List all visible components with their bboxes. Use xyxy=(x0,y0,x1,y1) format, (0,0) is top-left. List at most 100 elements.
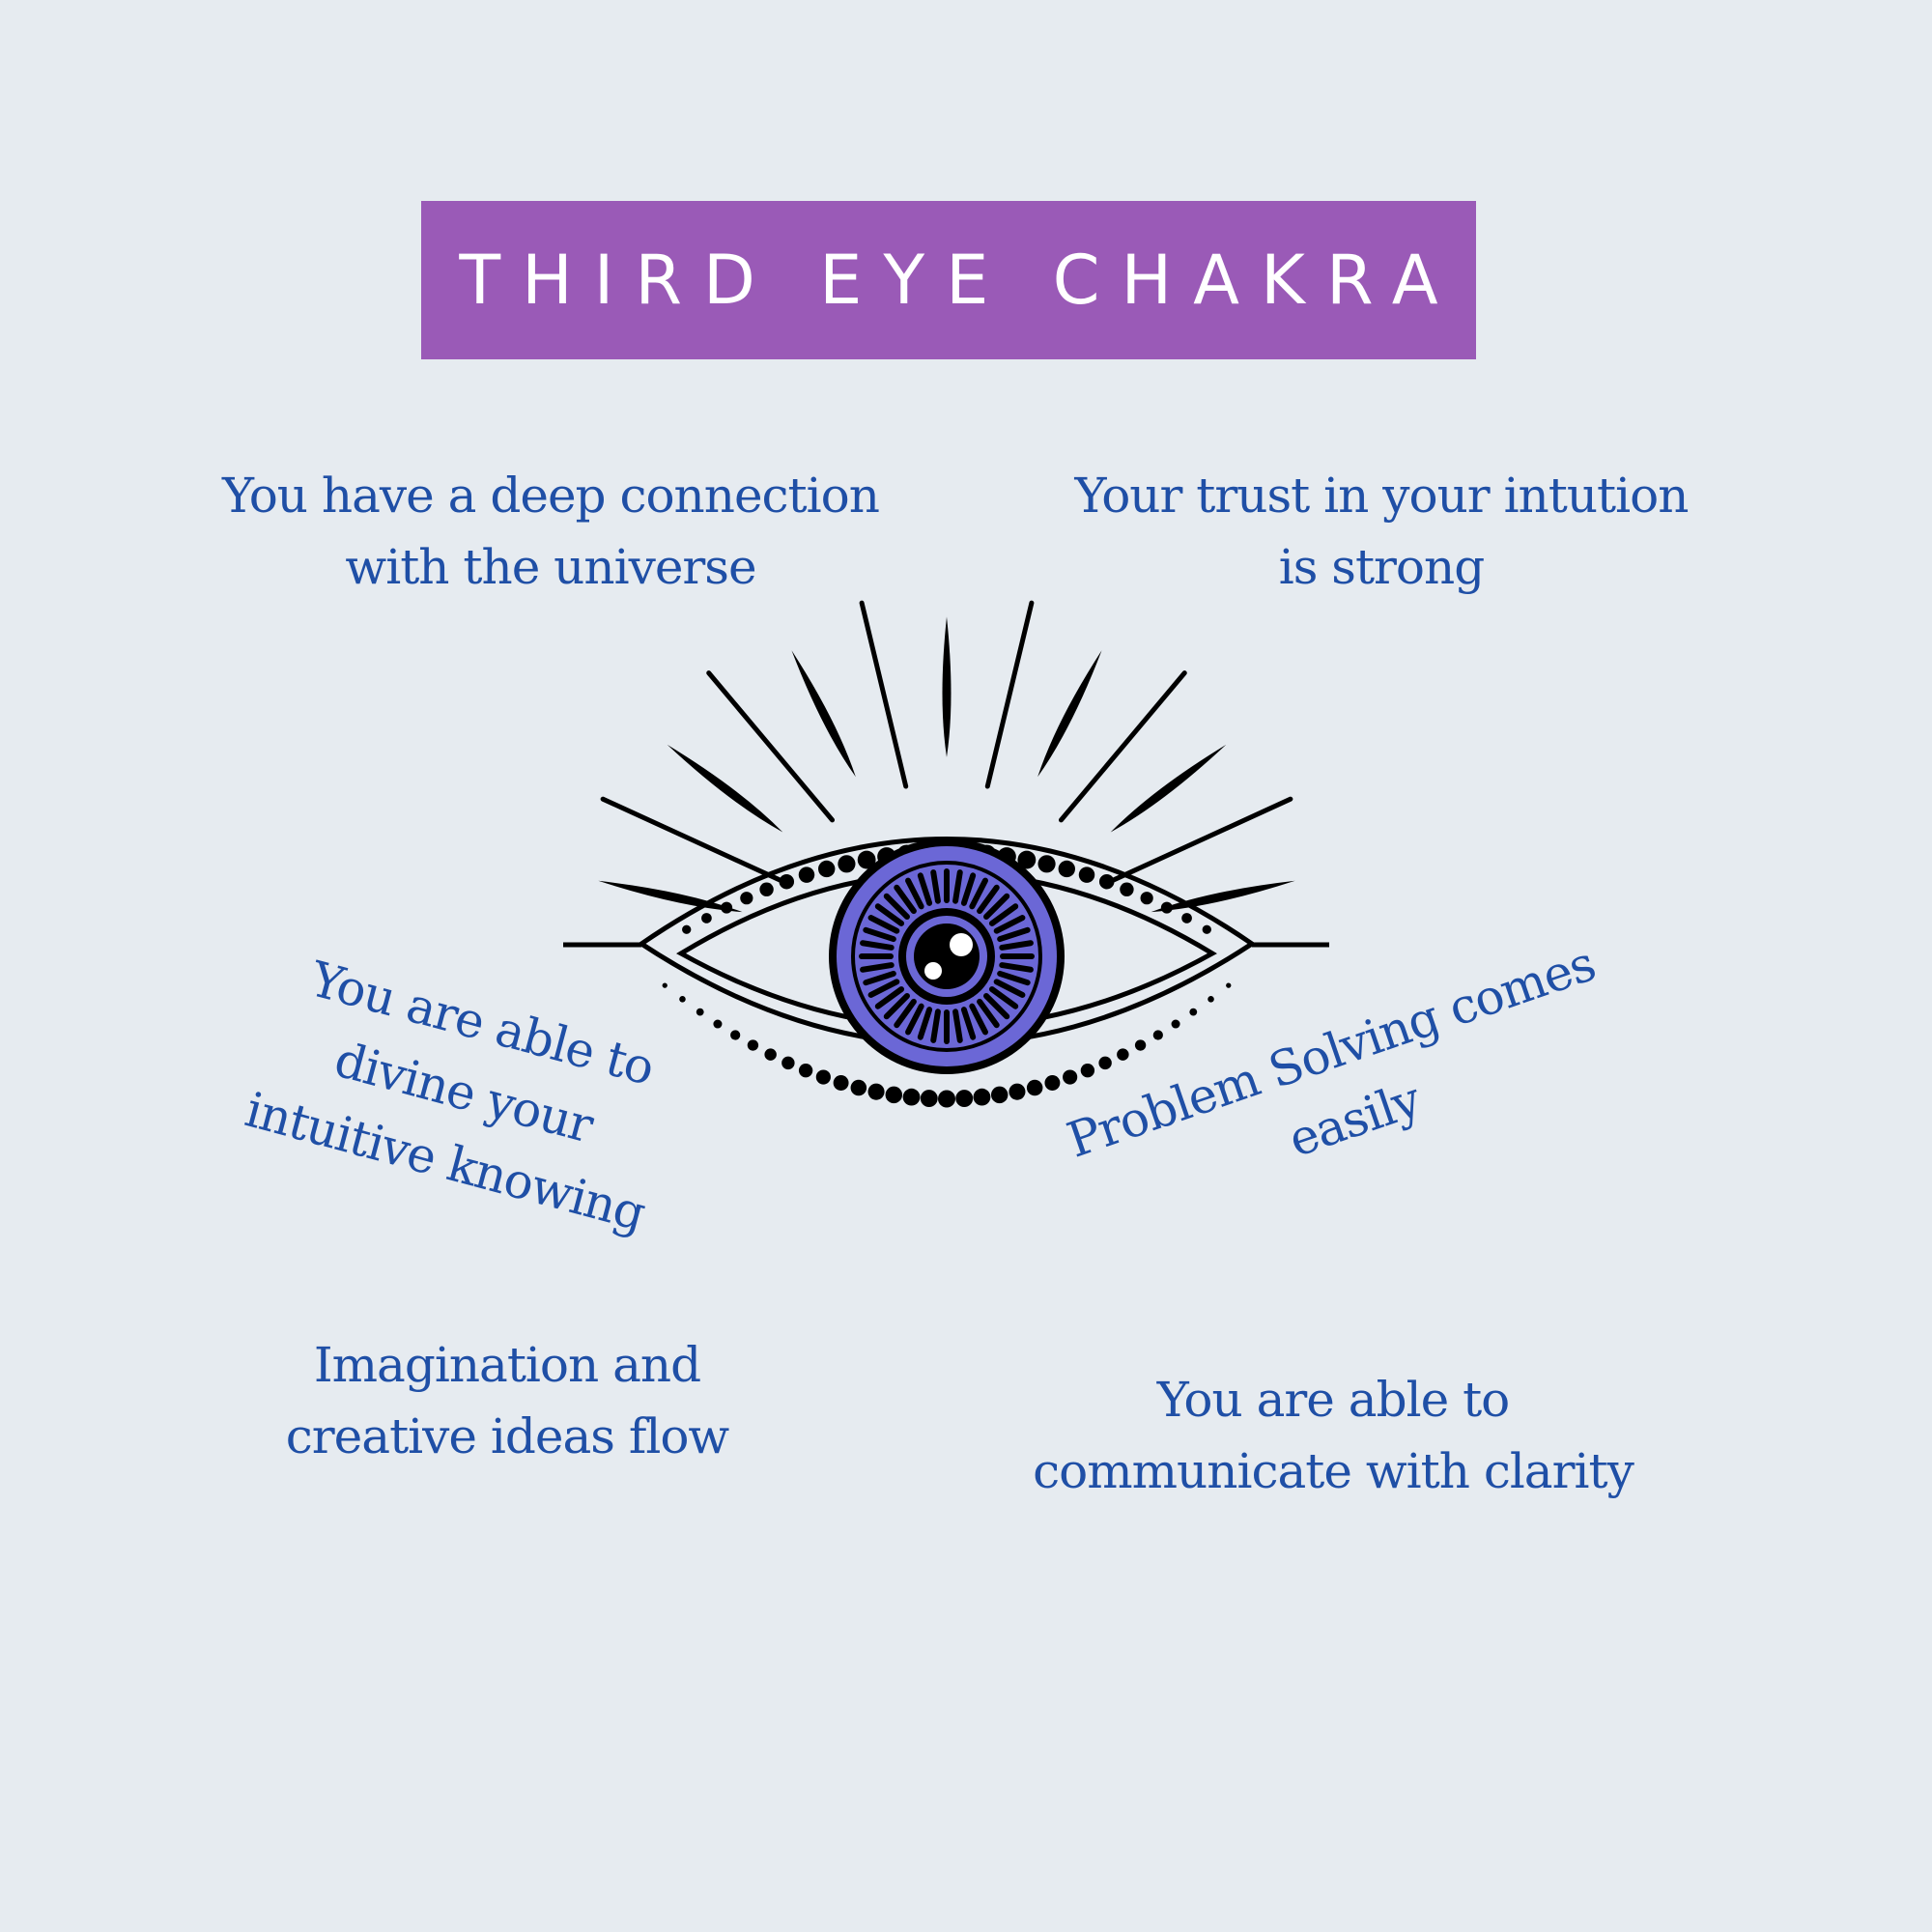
eye-iris-line xyxy=(905,1003,924,1036)
eye-dot xyxy=(1208,996,1214,1003)
eye-dot xyxy=(1152,1030,1163,1040)
affirmation-imagination: Imagination and creative ideas flow xyxy=(251,1329,763,1472)
eye-dot xyxy=(838,855,856,873)
eye-iris-line xyxy=(999,962,1034,973)
eye-dot xyxy=(1098,873,1115,890)
eye-iris-line xyxy=(883,993,910,1020)
eye-iris-line xyxy=(997,926,1031,943)
eye-dot xyxy=(850,1079,867,1096)
affirmation-universe-connection: You have a deep connection with the univ… xyxy=(213,460,889,603)
eye-dot xyxy=(1134,1039,1147,1051)
affirmation-line: Imagination and xyxy=(313,1337,701,1393)
eye-dot xyxy=(1117,1048,1129,1061)
eye-iris-line xyxy=(960,872,977,906)
eye-highlight-large xyxy=(950,933,973,956)
eye-dot xyxy=(781,1056,795,1070)
eye-dot xyxy=(764,1048,777,1061)
eye-dot xyxy=(902,1088,921,1106)
eye-dot xyxy=(1140,892,1153,905)
eye-dot xyxy=(1098,1056,1112,1070)
eye-ray-leaf xyxy=(791,650,856,778)
eye-dot xyxy=(1063,1069,1078,1085)
eye-dot xyxy=(1189,1008,1198,1016)
eye-iris-line xyxy=(863,926,896,943)
eye-iris-line xyxy=(997,970,1031,986)
eye-iris-line xyxy=(983,893,1010,920)
eye-iris-line xyxy=(917,1007,933,1040)
eye-iris-line xyxy=(863,970,896,986)
eye-iris-line xyxy=(930,1009,941,1043)
eye-dot xyxy=(990,1086,1009,1104)
eye-iris-line xyxy=(993,979,1026,998)
eye-dot xyxy=(920,1090,938,1108)
eye-iris-line xyxy=(952,1009,963,1043)
eye-iris-line xyxy=(883,893,910,920)
eye-ray-line xyxy=(600,796,784,884)
eye-iris-line xyxy=(867,979,900,998)
eye-pupil xyxy=(914,923,980,989)
eye-dot xyxy=(779,873,795,890)
eye-iris-line xyxy=(960,1007,977,1040)
eye-iris-line xyxy=(867,915,900,934)
all-seeing-eye-icon xyxy=(563,600,1329,1108)
eye-iris-line xyxy=(952,869,963,904)
eye-dot xyxy=(1202,924,1211,934)
eye-iris-line xyxy=(999,940,1034,951)
eye-iris-line xyxy=(969,1003,988,1036)
eye-dot xyxy=(759,882,774,896)
eye-dot xyxy=(1009,1083,1026,1100)
eye-dot xyxy=(1017,850,1037,869)
eye-iris-line xyxy=(983,993,1010,1020)
affirmation-line: is strong xyxy=(1278,539,1486,595)
eye-iris-line xyxy=(988,903,1019,926)
eye-dot xyxy=(1160,901,1173,914)
eye-dot xyxy=(662,982,668,988)
eye-iris-line xyxy=(894,884,917,915)
eye-dot xyxy=(885,1086,903,1104)
affirmation-trust-intuition: Your trust in your intution is strong xyxy=(1043,460,1719,603)
eye-iris-line xyxy=(874,903,905,926)
eye-iris-inner-ring xyxy=(851,861,1042,1052)
eye-dot xyxy=(1120,882,1134,896)
eye-iris-line xyxy=(860,962,895,973)
eye-rays xyxy=(598,600,1295,913)
eye-iris-line xyxy=(977,884,1000,915)
eye-ray-leaf xyxy=(1110,744,1227,833)
eye-ray-line xyxy=(984,600,1035,789)
eye-dot xyxy=(679,996,686,1003)
eye-dot xyxy=(701,913,712,923)
eye-ray-line xyxy=(859,600,909,789)
affirmation-line: Your trust in your intution xyxy=(1074,468,1690,524)
eye-dot xyxy=(818,860,836,878)
eye-ray-leaf xyxy=(942,616,952,757)
eye-iris-line xyxy=(993,915,1026,934)
affirmation-line: communicate with clarity xyxy=(1033,1443,1634,1499)
eye-dot xyxy=(815,1069,831,1085)
eye-ray-line xyxy=(706,670,836,823)
eye-dots xyxy=(662,842,1232,1108)
eye-iris-line xyxy=(894,998,917,1029)
eye-dot xyxy=(730,1030,741,1040)
eye-dot xyxy=(798,867,815,883)
eye-dot xyxy=(1181,913,1192,923)
eye-dot xyxy=(740,892,753,905)
eye-iris-line xyxy=(969,877,988,910)
eye-dot xyxy=(747,1039,759,1051)
eye-ray-leaf xyxy=(1037,650,1102,778)
eye-dot xyxy=(1037,855,1056,873)
eye-iris-line xyxy=(917,872,933,906)
eye-dot xyxy=(973,1088,991,1106)
eye-dot xyxy=(1078,867,1095,883)
eye-iris-lines xyxy=(859,868,1035,1044)
eye-dot xyxy=(1044,1075,1061,1091)
eye-dot xyxy=(938,1090,955,1108)
eye-iris-line xyxy=(905,877,924,910)
affirmation-communicate-clarity: You are able to communicate with clarity xyxy=(1005,1364,1662,1507)
eye-dot xyxy=(798,1063,813,1078)
eye-iris-line xyxy=(860,940,895,951)
eye-iris-line xyxy=(988,986,1019,1009)
affirmation-line: creative ideas flow xyxy=(285,1408,729,1464)
eye-iris-line xyxy=(977,998,1000,1029)
eye-ray-line xyxy=(1109,796,1293,884)
